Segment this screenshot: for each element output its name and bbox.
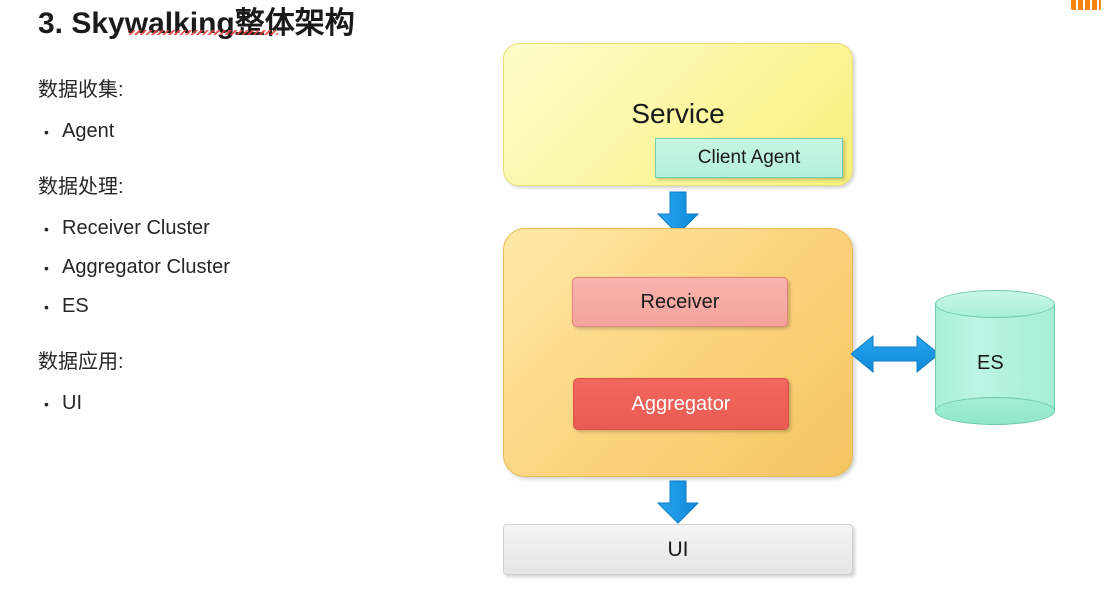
list-item: • Receiver Cluster: [38, 209, 438, 248]
list-item-label: Aggregator Cluster: [62, 256, 230, 278]
list-item: • Agent: [38, 112, 438, 151]
left-bullet-column: 数据收集: • Agent 数据处理: • Receiver Cluster •…: [38, 76, 438, 445]
group-heading: 数据处理:: [38, 176, 124, 198]
group-heading: 数据应用:: [38, 351, 124, 373]
list-item: • ES: [38, 287, 438, 326]
es-cylinder-top: [935, 290, 1055, 318]
bullet-dot-icon: •: [44, 221, 49, 237]
es-label: ES: [977, 352, 1004, 374]
corner-decoration-mark: [1071, 0, 1101, 10]
bullet-dot-icon: •: [44, 260, 49, 276]
arrow-down-icon: [656, 480, 700, 524]
ui-box: UI: [503, 524, 853, 575]
processing-container-box: [503, 228, 853, 477]
bullet-dot-icon: •: [44, 124, 49, 140]
service-label: Service: [631, 98, 725, 129]
bullet-dot-icon: •: [44, 299, 49, 315]
group-data-collection: 数据收集: • Agent: [38, 76, 438, 151]
group-data-processing: 数据处理: • Receiver Cluster • Aggregator Cl…: [38, 173, 438, 326]
arrow-left-right-icon: [851, 334, 939, 374]
receiver-box: Receiver: [572, 277, 788, 327]
title-underline-decoration: [128, 30, 278, 35]
bullet-dot-icon: •: [44, 396, 49, 412]
list-item-label: Receiver Cluster: [62, 217, 210, 239]
es-cylinder-shape: [935, 290, 1055, 425]
aggregator-box: Aggregator: [573, 378, 789, 430]
es-cylinder-bottom: [935, 397, 1055, 425]
list-item: • UI: [38, 384, 438, 423]
group-data-application: 数据应用: • UI: [38, 348, 438, 423]
list-item-label: ES: [62, 295, 89, 317]
list-item-label: Agent: [62, 120, 115, 142]
es-cylinder-body: [935, 304, 1055, 411]
list-item: • Aggregator Cluster: [38, 248, 438, 287]
group-heading: 数据收集:: [38, 79, 124, 101]
client-agent-box: Client Agent: [655, 138, 843, 178]
list-item-label: UI: [62, 392, 82, 414]
arrow-down-icon: [656, 191, 700, 235]
